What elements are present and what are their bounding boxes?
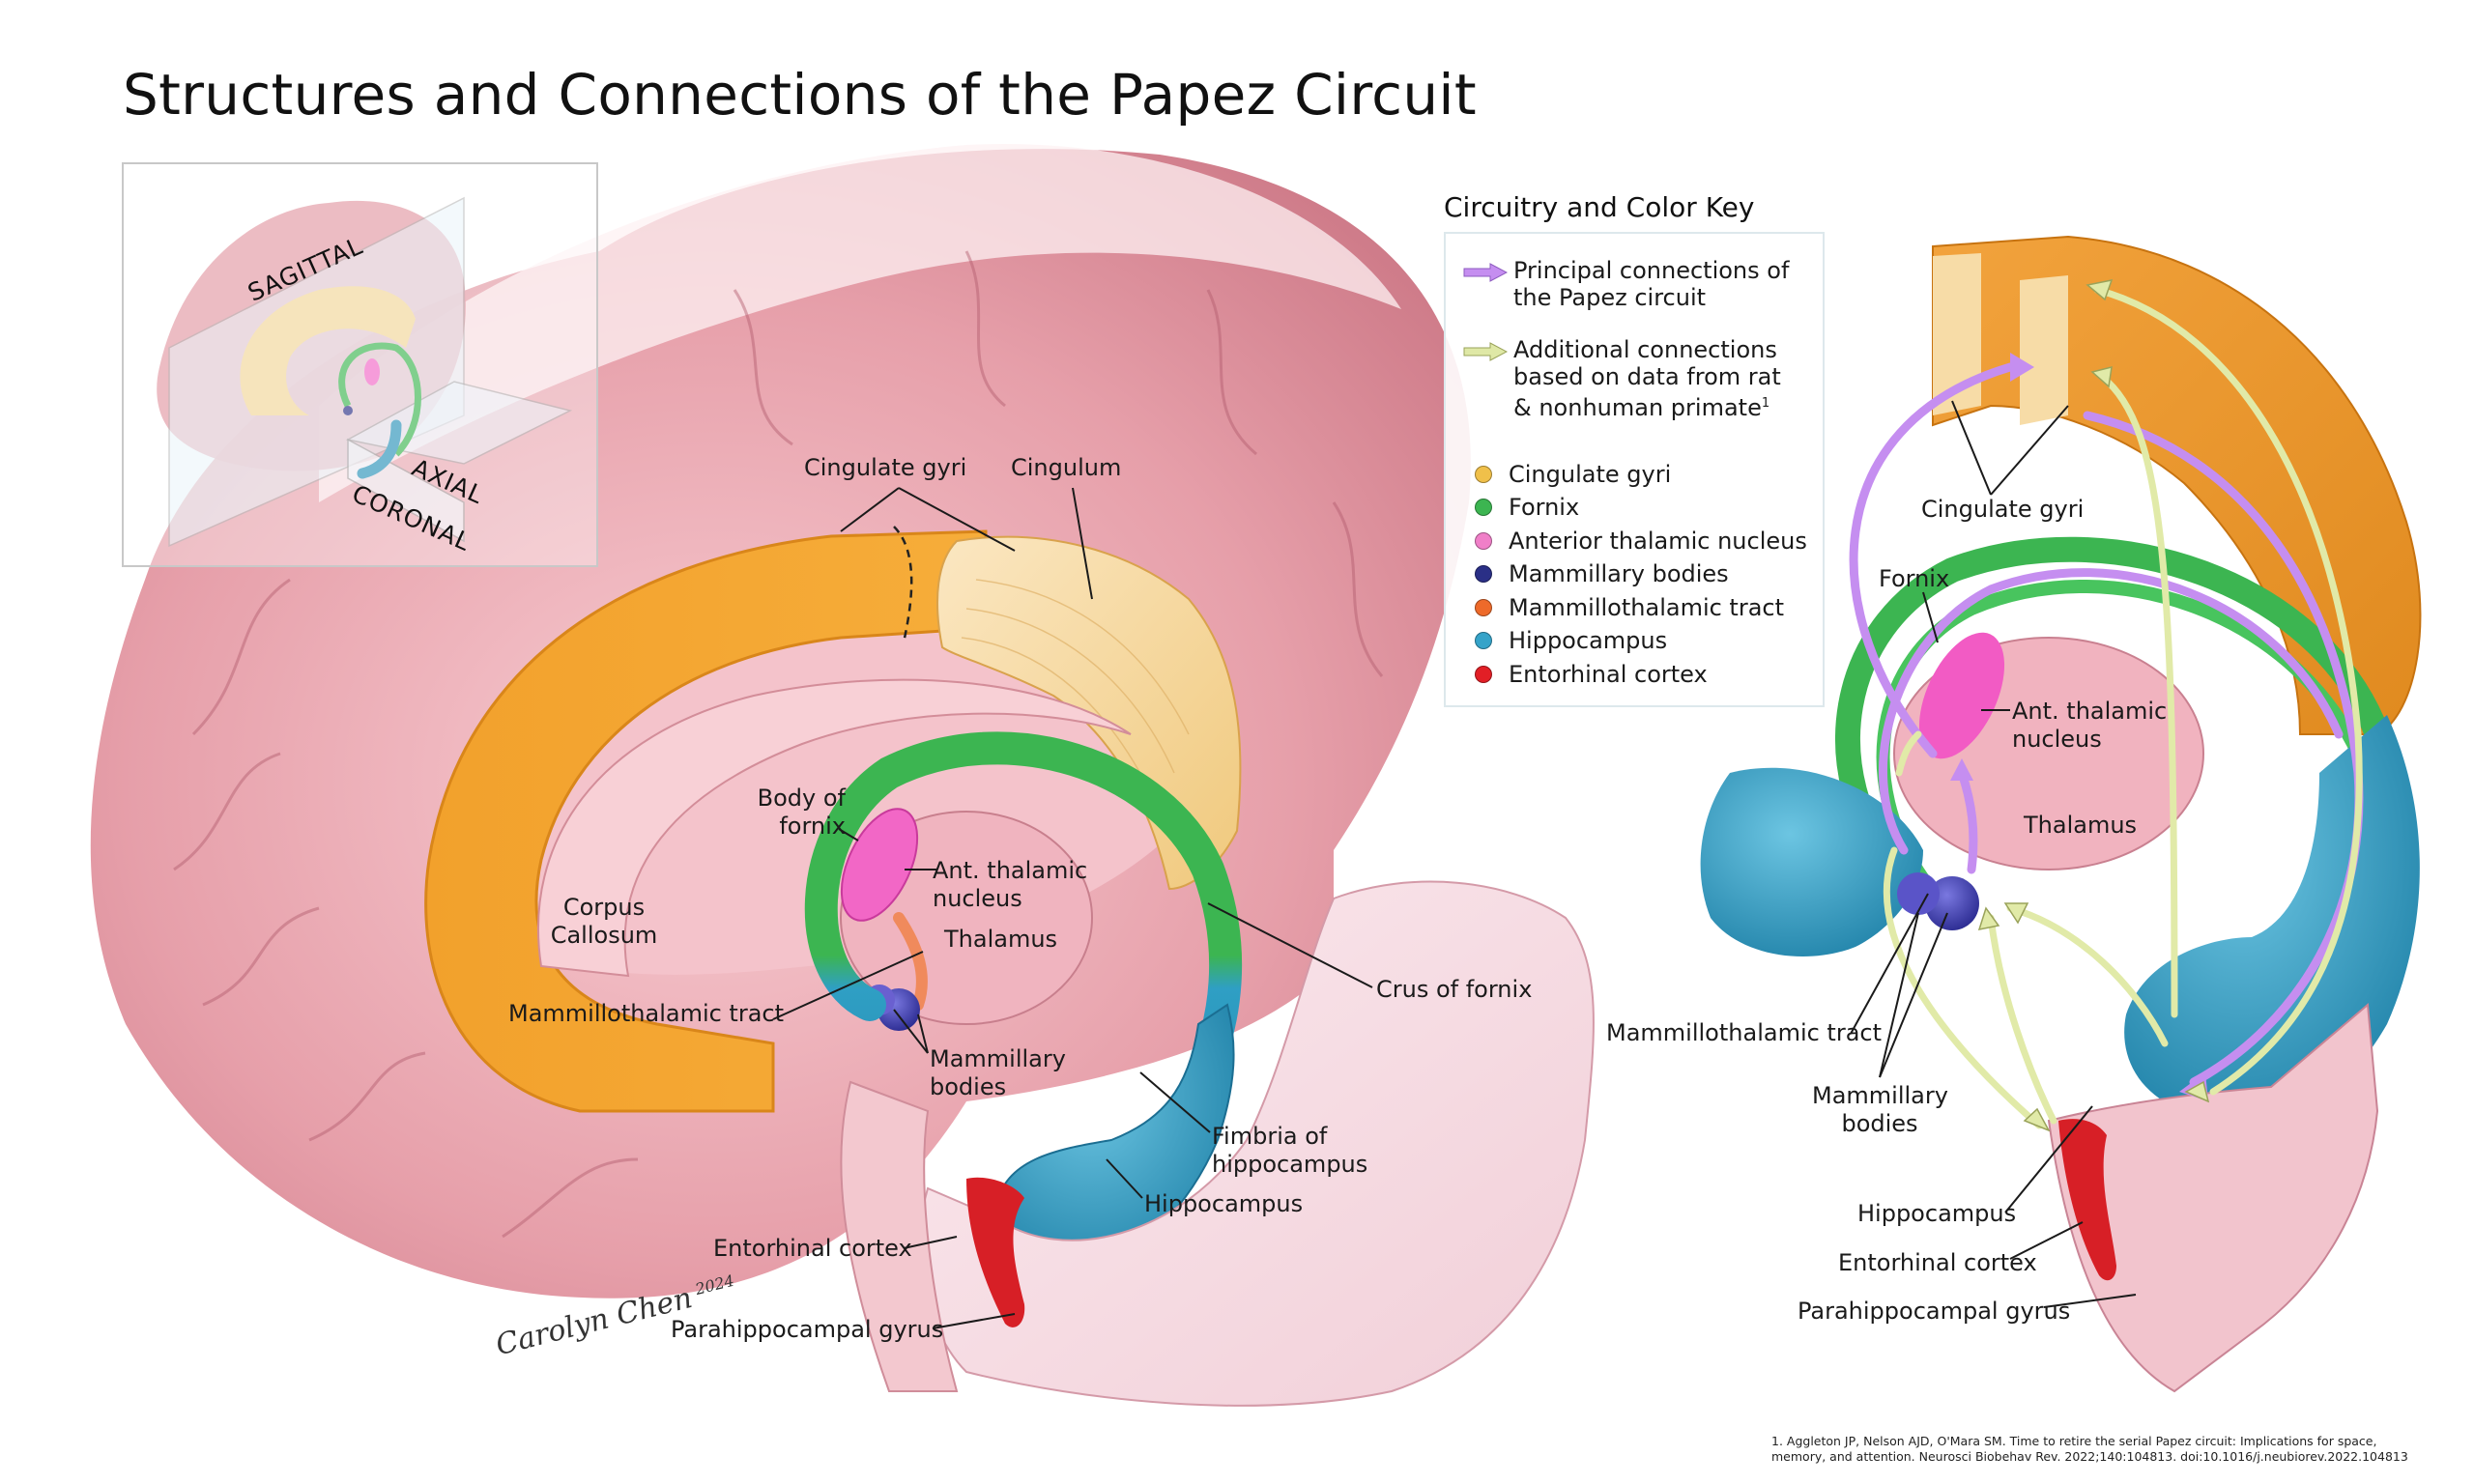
color-swatch-icon	[1475, 499, 1492, 516]
label-right-mammillary-bodies: Mammillary bodies	[1812, 1082, 1948, 1137]
label-mammillothalamic-tract: Mammillothalamic tract	[508, 1000, 785, 1027]
label-thalamus: Thalamus	[944, 926, 1058, 953]
key-title: Circuitry and Color Key	[1444, 191, 1755, 223]
purple-arrow-icon	[1463, 263, 1508, 282]
label-cingulum: Cingulum	[1011, 454, 1122, 481]
color-key: Principal connections of the Papez circu…	[1444, 232, 1825, 707]
label-hippocampus: Hippocampus	[1144, 1190, 1304, 1217]
hippocampus-left	[1700, 767, 1923, 956]
brain-top-fade	[319, 144, 1401, 503]
label-cingulate-gyri: Cingulate gyri	[804, 454, 967, 481]
key-principal-connections: Principal connections of the Papez circu…	[1463, 257, 1789, 311]
page-title: Structures and Connections of the Papez …	[123, 62, 1477, 128]
color-swatch-icon	[1475, 531, 1492, 550]
key-item-hippocampus: Hippocampus	[1475, 625, 1667, 657]
label-right-fornix: Fornix	[1879, 565, 1950, 592]
inset-brain	[157, 196, 573, 548]
color-swatch-icon	[1475, 632, 1492, 649]
sagittal-label: SAGITTAL	[244, 231, 367, 307]
key-item-mammillothalamic-tract: Mammillothalamic tract	[1475, 591, 1784, 623]
fornix	[804, 731, 1243, 1099]
key-item-fornix: Fornix	[1475, 492, 1579, 524]
green-arrow-icon	[1463, 342, 1508, 361]
orientation-inset: SAGITTAL AXIAL CORONAL	[122, 162, 598, 567]
mammillary-body	[1897, 872, 1940, 915]
label-right-ant-thalamic-nucleus: Ant. thalamic nucleus	[2012, 698, 2168, 753]
main-leader-lines	[772, 487, 1373, 1329]
label-parahippocampal-gyrus: Parahippocampal gyrus	[671, 1316, 944, 1343]
label-right-hippocampus: Hippocampus	[1857, 1200, 2017, 1227]
color-swatch-icon	[1475, 665, 1492, 683]
label-right-entorhinal-cortex: Entorhinal cortex	[1838, 1249, 2037, 1276]
label-right-parahippocampal-gyrus: Parahippocampal gyrus	[1798, 1298, 2071, 1325]
axial-label: AXIAL	[408, 453, 488, 510]
footnote-citation: 1. Aggleton JP, Nelson AJD, O'Mara SM. T…	[1771, 1434, 2408, 1464]
entorhinal-cortex	[2058, 1119, 2116, 1281]
entorhinal-cortex	[966, 1177, 1025, 1327]
corpus-callosum	[536, 678, 1132, 978]
color-swatch-icon	[1475, 565, 1492, 583]
key-item-cingulate-gyri: Cingulate gyri	[1475, 458, 1671, 490]
fornix	[1835, 536, 2390, 878]
label-body-of-fornix: Body of fornix	[757, 785, 846, 840]
color-swatch-icon	[1475, 465, 1492, 483]
label-right-thalamus: Thalamus	[2024, 812, 2138, 839]
hippocampus-right	[2124, 715, 2420, 1121]
label-fimbria-of-hippocampus: Fimbria of hippocampus	[1212, 1123, 1368, 1178]
right-leader-lines	[1850, 400, 2137, 1308]
label-mammillary-bodies: Mammillary bodies	[930, 1045, 1066, 1100]
label-crus-of-fornix: Crus of fornix	[1376, 976, 1533, 1003]
label-right-cingulate-gyri: Cingulate gyri	[1921, 496, 2085, 523]
key-item-anterior-thalamic-nucleus: Anterior thalamic nucleus	[1475, 525, 1807, 556]
key-item-entorhinal-cortex: Entorhinal cortex	[1475, 658, 1708, 690]
key-item-mammillary-bodies: Mammillary bodies	[1475, 558, 1729, 590]
mammillothalamic-tract	[893, 912, 928, 1011]
cingulate-dashed-boundary	[893, 526, 913, 643]
label-right-mammillothalamic-tract: Mammillothalamic tract	[1606, 1019, 1883, 1046]
anterior-thalamic-nucleus	[840, 808, 919, 922]
label-ant-thalamic-nucleus: Ant. thalamic nucleus	[933, 857, 1088, 912]
label-entorhinal-cortex: Entorhinal cortex	[713, 1235, 912, 1262]
temporal-lobe-section	[919, 880, 1595, 1407]
key-additional-connections: Additional connections based on data fro…	[1463, 336, 1781, 421]
label-corpus-callosum: Corpus Callosum	[550, 894, 658, 949]
brainstem	[840, 1080, 959, 1392]
anterior-thalamic-nucleus	[1918, 632, 2005, 759]
color-swatch-icon	[1475, 598, 1492, 616]
